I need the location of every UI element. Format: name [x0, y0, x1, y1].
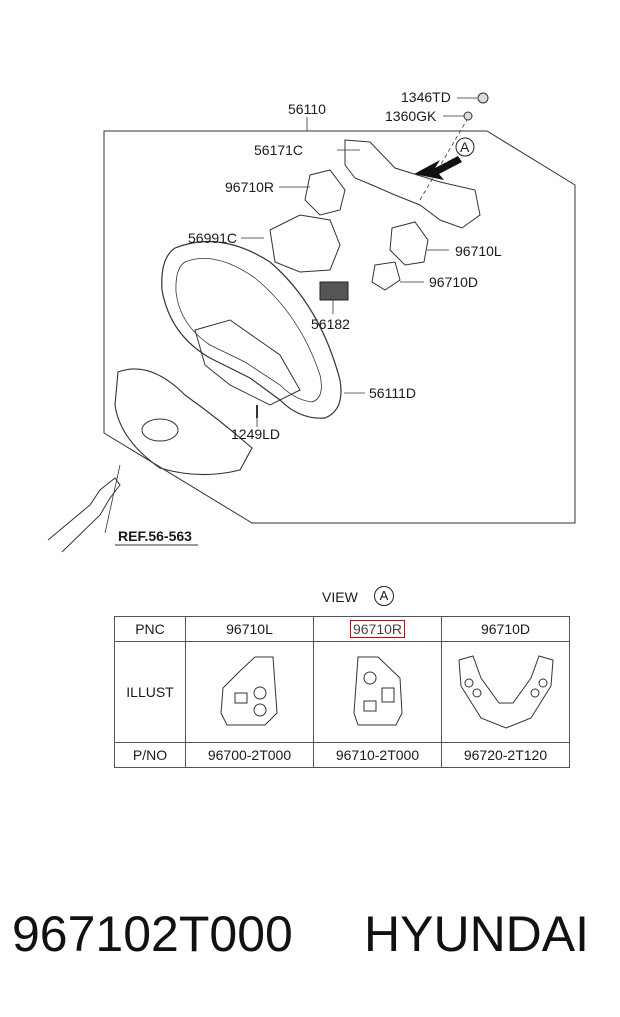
exploded-diagram: A 56110 1346TD 1360GK 56171C 96710R 5699… [47, 89, 576, 553]
view-arrow-circle [455, 137, 475, 157]
illust-label: ILLUST [114, 641, 186, 743]
spec-table: PNC 96710L 96710R 96710D ILLUST [114, 616, 570, 768]
header-col1: 96710L [185, 616, 314, 642]
label-module: 56182 [311, 316, 350, 332]
label-switch-right: 96710R [225, 179, 274, 195]
table-row: ILLUST [114, 641, 570, 743]
header-label: PNC [114, 616, 186, 642]
steering-wheel [161, 240, 342, 419]
steering-hub [194, 319, 301, 406]
pno-col3: 96720-2T120 [441, 742, 570, 768]
header-col2-highlight: 96710R [313, 616, 442, 642]
illust-left-switch [185, 641, 314, 743]
view-arrow-letter: A [460, 139, 470, 155]
cover-part [344, 139, 481, 229]
steering-column [47, 477, 121, 553]
label-wheel: 56111D [369, 385, 416, 401]
view-title: VIEW [322, 589, 358, 605]
illust-right-switch [313, 641, 442, 743]
label-clock-spring: 56991C [188, 230, 237, 246]
clock-spring-part [269, 214, 341, 273]
label-main: 56110 [288, 101, 326, 117]
lower-cover [114, 368, 253, 476]
header-col3: 96710D [441, 616, 570, 642]
bolt-icon [463, 111, 473, 121]
table-row: PNC 96710L 96710R 96710D [114, 616, 570, 642]
footer: 967102T000 HYUNDAI [0, 905, 620, 975]
table-row: P/NO 96700-2T000 96710-2T000 96720-2T120 [114, 742, 570, 768]
label-bolt-lower: 1249LD [231, 426, 280, 442]
label-nut: 1346TD [401, 89, 451, 105]
header-col2: 96710R [349, 620, 406, 638]
module-part [319, 281, 349, 301]
label-switch-left: 96710L [455, 243, 502, 259]
switch-right-part [304, 169, 346, 216]
lower-cover-hole [141, 418, 179, 442]
pno-label: P/NO [114, 742, 186, 768]
label-ref: REF.56-563 [118, 528, 192, 544]
footer-brand: HYUNDAI [364, 906, 590, 962]
view-letter: A [374, 586, 394, 606]
footer-part-number: 967102T000 [12, 906, 293, 962]
pno-col2: 96710-2T000 [313, 742, 442, 768]
label-cover: 56171C [254, 142, 303, 158]
illust-d-switch [441, 641, 570, 743]
switch-d-part [371, 261, 401, 291]
label-switch-d: 96710D [429, 274, 478, 290]
steering-wheel-inner [175, 258, 322, 403]
switch-left-part [389, 221, 429, 266]
assembly-frame [103, 130, 576, 524]
view-arrow [414, 156, 462, 180]
pno-col1: 96700-2T000 [185, 742, 314, 768]
nut-icon [477, 92, 489, 104]
label-bolt: 1360GK [385, 108, 437, 124]
